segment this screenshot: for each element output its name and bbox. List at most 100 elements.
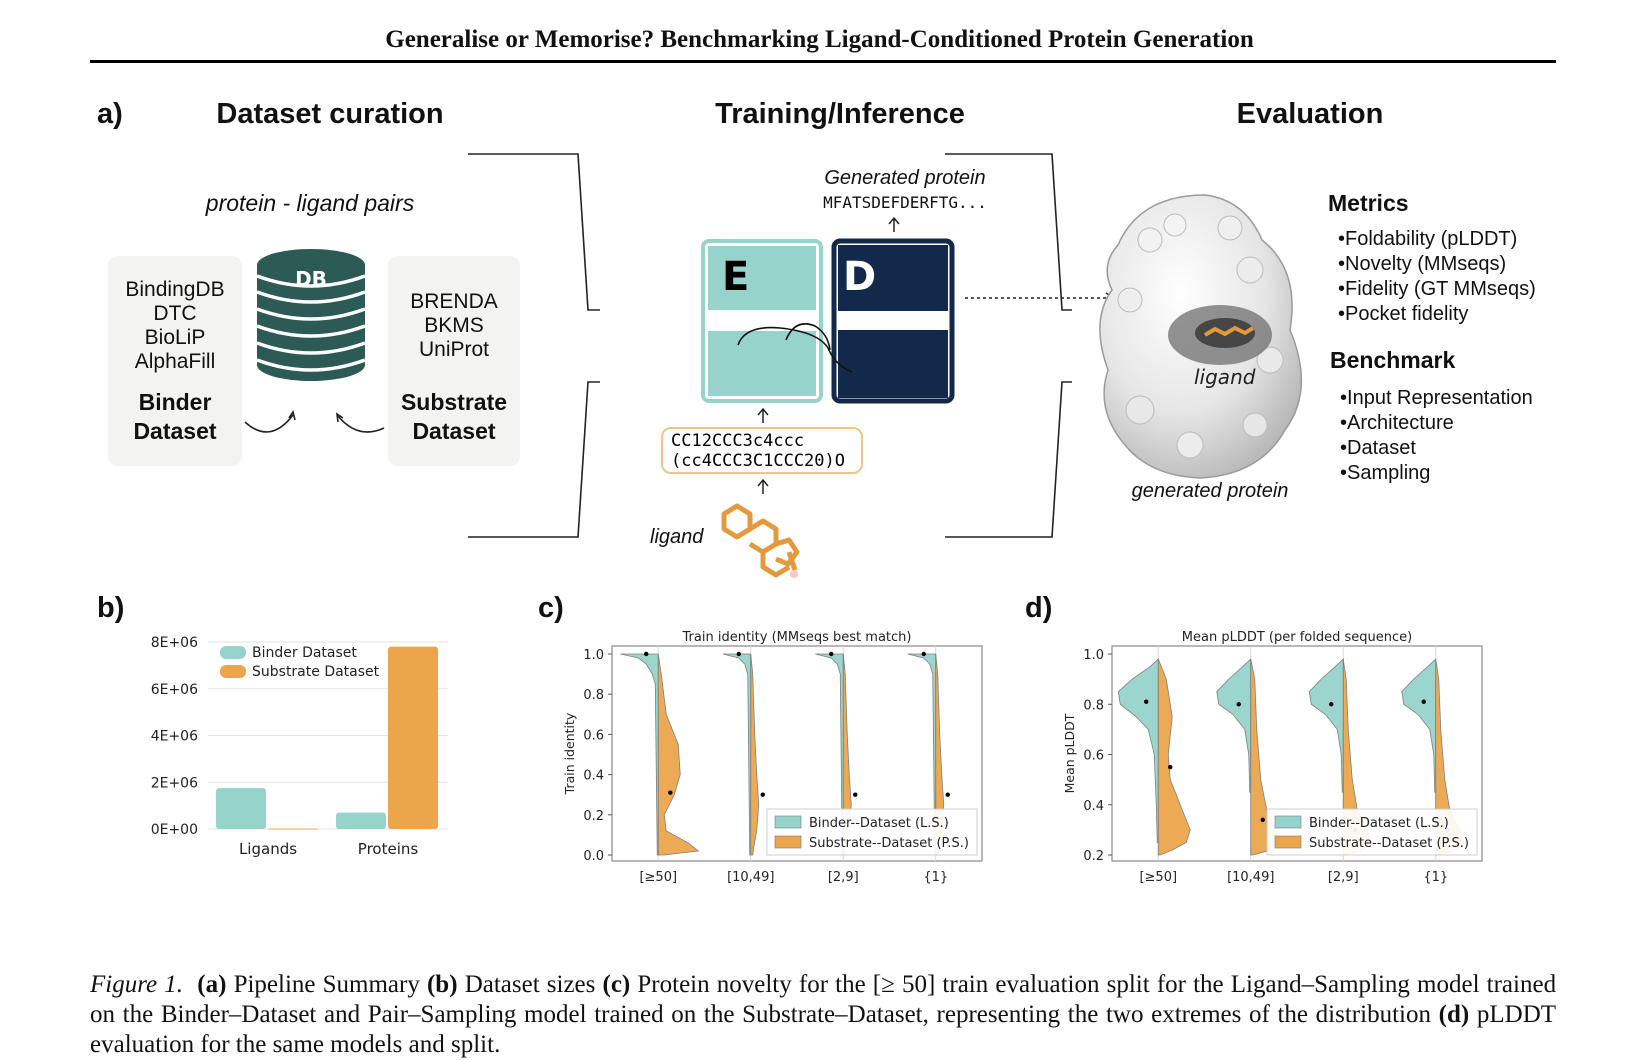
x-tick-label: [≥50] (639, 870, 677, 885)
bar-binder-ligands (216, 788, 266, 829)
y-tick-label: 0.6 (583, 728, 604, 743)
encoder-block (701, 239, 823, 403)
source-item: AlphaFill (134, 350, 216, 373)
y-tick-label: 2E+06 (151, 775, 198, 791)
legend-swatch (1274, 835, 1302, 849)
violin-binder (1117, 658, 1159, 843)
violin-binder (722, 653, 752, 856)
caption-b-text: Dataset sizes (464, 971, 596, 998)
metric-label: Pocket fidelity (1345, 303, 1469, 325)
smiles-line-2: (cc4CCC3C1CCC20)O (671, 451, 845, 471)
db-label: DB (295, 267, 327, 291)
legend-label: Binder Dataset (252, 645, 357, 661)
median-point (1144, 699, 1149, 704)
median-point (644, 651, 649, 657)
decoder-label: D (843, 254, 876, 300)
bar-substrate-proteins (388, 646, 438, 829)
benchmark-label: Input Representation (1347, 387, 1533, 409)
y-tick-label: 0.6 (1083, 749, 1104, 764)
legend-label: Substrate--Dataset (P.S.) (1309, 836, 1469, 851)
x-tick-label: Ligands (239, 840, 297, 858)
panel-d-label: d) (1025, 592, 1053, 624)
ligand-molecule-icon (721, 503, 800, 578)
generated-protein-surface (1099, 194, 1303, 479)
binder-title-line: Dataset (133, 418, 217, 444)
median-point (760, 792, 765, 797)
benchmark-list: Benchmark •Input Representation •Archite… (1330, 347, 1590, 486)
y-tick-label: 0.8 (583, 688, 604, 703)
x-tick-label: [10,49] (1227, 870, 1274, 885)
legend-swatch (774, 835, 802, 849)
x-tick-label: [2,9] (1328, 870, 1359, 885)
training-inference-title: Training/Inference (715, 98, 965, 130)
source-item: BKMS (424, 314, 484, 337)
encoder-label: E (722, 254, 749, 300)
y-tick-label: 0E+00 (151, 822, 198, 838)
generated-protein-caption: generated protein (1131, 480, 1289, 502)
legend-label: Binder--Dataset (L.S.) (1309, 816, 1449, 831)
median-point (829, 651, 834, 657)
y-tick-label: 0.4 (583, 769, 604, 784)
metrics-list: Metrics •Foldability (pLDDT) •Novelty (M… (1328, 190, 1588, 327)
median-point (1329, 702, 1334, 707)
y-tick-label: 6E+06 (151, 682, 198, 698)
caption-a: (a) (197, 971, 227, 998)
binder-dataset-box: BindingDB DTC BioLiP AlphaFill Binder Da… (108, 256, 242, 466)
x-tick-label: [≥50] (1139, 870, 1177, 885)
benchmark-item: •Sampling (1340, 462, 1431, 484)
median-point (736, 651, 741, 657)
source-item: BioLiP (144, 326, 206, 349)
legend-label: Substrate--Dataset (P.S.) (809, 836, 969, 851)
median-point (1260, 817, 1265, 823)
x-tick-label: {1} (1423, 870, 1448, 885)
paper-running-title: Generalise or Memorise? Benchmarking Lig… (385, 26, 1254, 53)
median-point (1421, 699, 1426, 704)
bracket-right-top (945, 153, 1072, 311)
binder-title-line: Binder (138, 389, 212, 415)
binder-dataset-title: Binder Dataset (108, 388, 242, 446)
median-point (945, 792, 950, 797)
x-tick-label: {1} (923, 870, 948, 885)
metric-item: •Novelty (MMseqs) (1338, 253, 1507, 275)
protein-ligand-label: ligand (1194, 365, 1256, 389)
y-tick-label: 0.0 (583, 849, 604, 864)
y-tick-label: 4E+06 (151, 729, 198, 745)
metric-label: Novelty (MMseqs) (1345, 253, 1507, 275)
violin-substrate (657, 653, 700, 856)
chart-title: Train identity (MMseqs best match) (682, 630, 912, 645)
metric-item: •Foldability (pLDDT) (1338, 228, 1518, 250)
legend-box (766, 808, 978, 856)
training-ligand-label: ligand (650, 526, 704, 548)
metrics-title: Metrics (1328, 190, 1409, 216)
metric-item: •Pocket fidelity (1338, 303, 1469, 325)
plot-frame (1111, 645, 1483, 862)
violin-substrate (750, 653, 760, 856)
bracket-right-bottom (945, 381, 1072, 538)
y-tick-label: 8E+06 (151, 635, 198, 651)
substrate-sources: BRENDA BKMS UniProt (388, 290, 520, 362)
dataset-curation-title: Dataset curation (216, 98, 444, 130)
x-tick-label: [10,49] (727, 870, 774, 885)
benchmark-item: •Input Representation (1340, 387, 1533, 409)
y-tick-label: 0.2 (1083, 849, 1104, 864)
violin-substrate (1157, 658, 1191, 856)
source-item: BRENDA (410, 290, 498, 313)
median-point (1168, 764, 1173, 770)
panel-c-label: c) (538, 592, 564, 624)
binder-to-db-arrow (244, 414, 294, 433)
x-tick-label: [2,9] (828, 870, 859, 885)
substrate-title-line: Substrate (400, 389, 508, 415)
substrate-to-db-arrow (337, 415, 385, 433)
substrate-dataset-title: Substrate Dataset (388, 388, 520, 446)
smiles-box (661, 427, 863, 474)
caption-c-text: Protein novelty for the [≥ 50] train eva… (90, 971, 1557, 1028)
legend-swatch (220, 646, 246, 659)
panel-b-label: b) (97, 592, 125, 624)
legend-box (1266, 808, 1478, 856)
y-tick-label: 1.0 (1083, 648, 1104, 663)
binder-sources: BindingDB DTC BioLiP AlphaFill (108, 278, 242, 374)
median-point (853, 792, 858, 797)
violin-binder (620, 653, 659, 856)
database-icon (256, 249, 366, 381)
